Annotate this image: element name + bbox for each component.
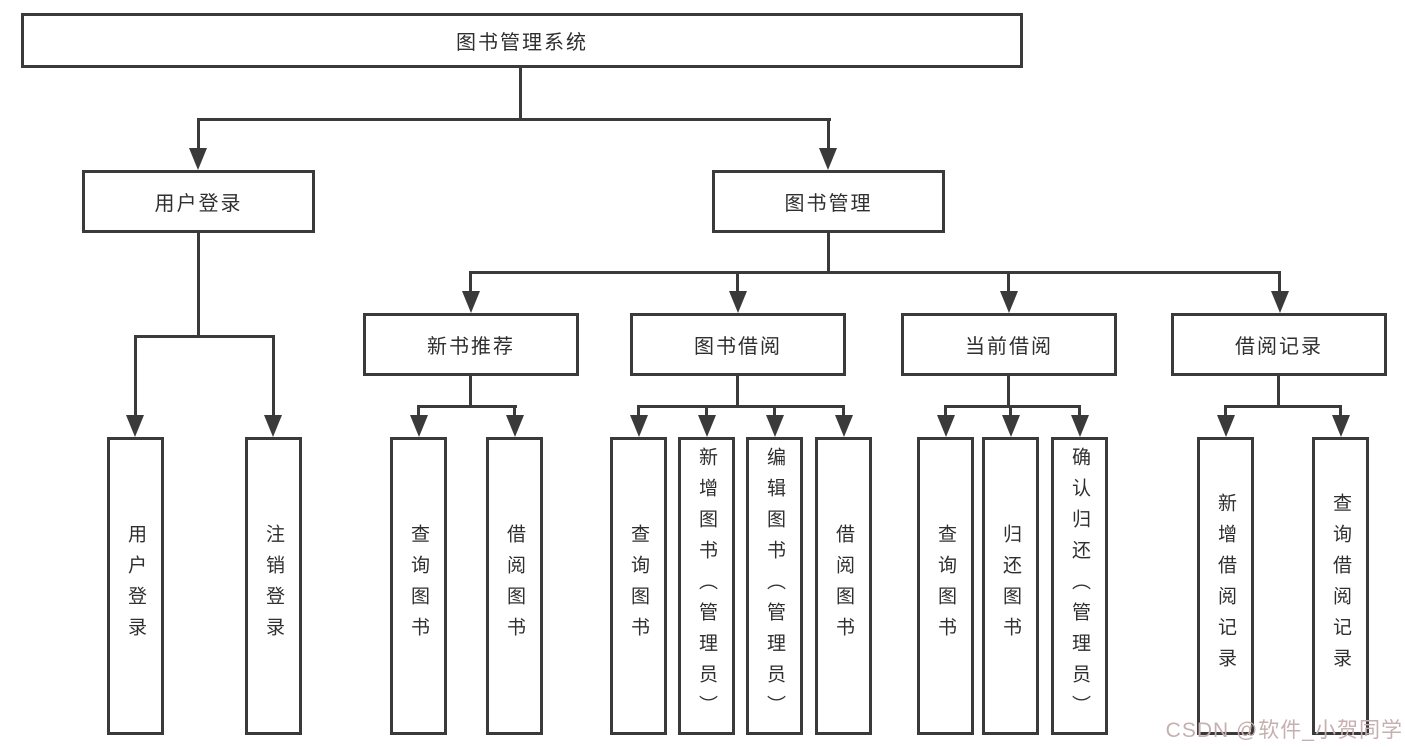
node-library-management-system: 图书管理系统	[21, 13, 1023, 68]
leaf-label: 借阅图书	[833, 524, 854, 648]
connector-line	[417, 407, 420, 417]
leaf-logout: 注销登录	[245, 437, 302, 735]
connector-line	[134, 335, 275, 338]
node-current-borrowing: 当前借阅	[901, 313, 1117, 376]
leaf-query-books-current: 查询图书	[917, 437, 974, 735]
connector-line	[1078, 407, 1081, 417]
connector-line	[1224, 407, 1227, 417]
node-borrowing-records: 借阅记录	[1171, 313, 1387, 376]
leaf-borrow-books: 借阅图书	[815, 437, 872, 735]
connector-line	[637, 405, 845, 408]
connector-line	[1339, 407, 1342, 417]
connector-line	[1007, 273, 1010, 293]
connector-line	[197, 233, 200, 337]
leaf-borrow-books-recommend: 借阅图书	[486, 437, 543, 735]
leaf-label: 注销登录	[263, 524, 284, 648]
connector-line	[736, 376, 739, 407]
leaf-label: 确认归还（管理员）	[1069, 446, 1090, 726]
leaf-label: 归还图书	[1000, 524, 1021, 648]
leaf-query-books-borrow: 查询图书	[610, 437, 667, 735]
arrow-down-icon	[126, 415, 144, 437]
connector-line	[519, 68, 522, 120]
arrow-down-icon	[729, 291, 747, 313]
connector-line	[197, 118, 831, 121]
arrow-down-icon	[1332, 415, 1350, 437]
leaf-label: 查询借阅记录	[1330, 493, 1351, 679]
arrow-down-icon	[766, 415, 784, 437]
leaf-edit-books-admin: 编辑图书（管理员）	[746, 437, 803, 735]
arrow-down-icon	[1000, 291, 1018, 313]
arrow-down-icon	[819, 148, 837, 170]
connector-line	[469, 273, 472, 293]
arrow-down-icon	[835, 415, 853, 437]
arrow-down-icon	[630, 415, 648, 437]
arrow-down-icon	[1071, 415, 1089, 437]
connector-line	[944, 407, 947, 417]
arrow-down-icon	[1271, 291, 1289, 313]
connector-line	[842, 407, 845, 417]
watermark: CSDN @软件_小贺同学	[1165, 719, 1403, 742]
connector-line	[1224, 405, 1342, 408]
node-book-management: 图书管理	[712, 170, 945, 233]
leaf-confirm-return-admin: 确认归还（管理员）	[1051, 437, 1108, 735]
leaf-add-borrow-record: 新增借阅记录	[1197, 437, 1254, 735]
connector-line	[513, 407, 516, 417]
arrow-down-icon	[506, 415, 524, 437]
node-user-login: 用户登录	[82, 170, 315, 233]
leaf-return-books: 归还图书	[982, 437, 1039, 735]
leaf-label: 查询图书	[935, 524, 956, 648]
arrow-down-icon	[1217, 415, 1235, 437]
connector-line	[469, 376, 472, 407]
connector-line	[1278, 273, 1281, 293]
arrow-down-icon	[189, 148, 207, 170]
node-new-book-recommendation: 新书推荐	[363, 313, 579, 376]
leaf-add-books-admin: 新增图书（管理员）	[678, 437, 735, 735]
connector-line	[197, 120, 200, 150]
leaf-query-books-recommend: 查询图书	[390, 437, 447, 735]
connector-line	[705, 407, 708, 417]
leaf-label: 新增借阅记录	[1215, 493, 1236, 679]
arrow-down-icon	[1002, 415, 1020, 437]
leaf-label: 借阅图书	[504, 524, 525, 648]
leaf-label: 新增图书（管理员）	[696, 446, 717, 726]
connector-line	[1277, 376, 1280, 407]
connector-line	[637, 407, 640, 417]
arrow-down-icon	[462, 291, 480, 313]
leaf-label: 查询图书	[408, 524, 429, 648]
arrow-down-icon	[264, 415, 282, 437]
leaf-user-login: 用户登录	[107, 437, 164, 735]
leaf-label: 查询图书	[628, 524, 649, 648]
connector-line	[1007, 376, 1010, 407]
connector-line	[1009, 407, 1012, 417]
arrow-down-icon	[410, 415, 428, 437]
arrow-down-icon	[698, 415, 716, 437]
connector-line	[417, 405, 517, 408]
connector-line	[469, 271, 1281, 274]
connector-line	[773, 407, 776, 417]
connector-line	[944, 405, 1081, 408]
leaf-query-borrow-record: 查询借阅记录	[1312, 437, 1369, 735]
connector-line	[827, 233, 830, 273]
node-book-borrowing: 图书借阅	[630, 313, 846, 376]
leaf-label: 用户登录	[125, 524, 146, 648]
arrow-down-icon	[937, 415, 955, 437]
connector-line	[827, 120, 830, 150]
connector-line	[736, 273, 739, 293]
connector-line	[272, 337, 275, 417]
connector-line	[134, 337, 137, 417]
leaf-label: 编辑图书（管理员）	[764, 446, 785, 726]
